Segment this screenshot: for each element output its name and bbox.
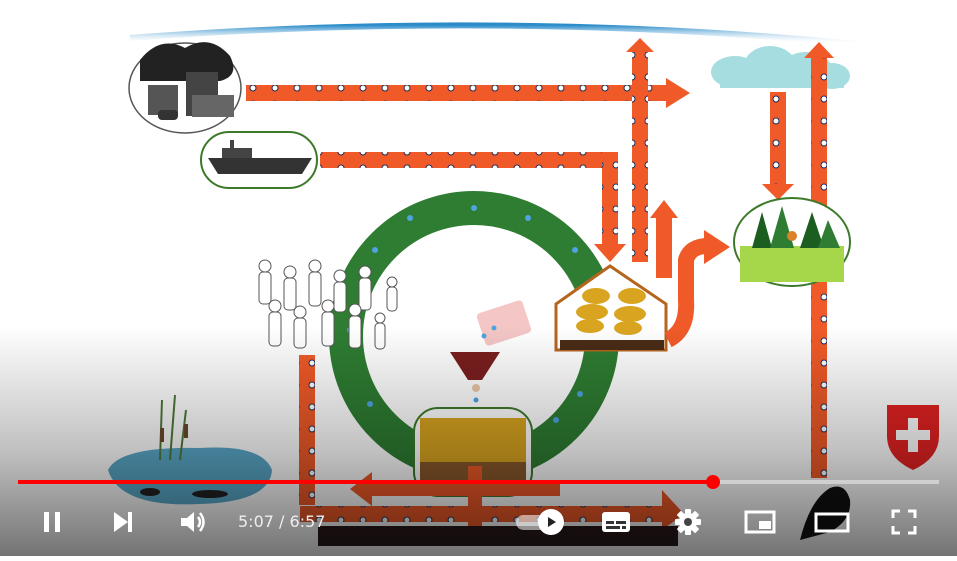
miniplayer-icon (743, 509, 777, 535)
swiss-cross-logo (887, 405, 939, 470)
autoplay-knob (538, 509, 564, 535)
miniplayer-button[interactable] (738, 500, 782, 544)
skip-next-icon (108, 508, 136, 536)
fullscreen-button[interactable] (882, 500, 926, 544)
cloud-icon (711, 46, 850, 89)
pause-icon (38, 508, 66, 536)
theater-icon (813, 509, 851, 535)
settings-button[interactable] (666, 500, 710, 544)
time-separator: / (274, 512, 290, 531)
sky-arc (130, 25, 858, 44)
forest-icon (734, 198, 850, 286)
progress-played (18, 480, 713, 484)
play-pause-button[interactable] (30, 500, 74, 544)
fullscreen-icon (889, 507, 919, 537)
volume-icon (177, 508, 207, 536)
ship-icon (201, 132, 317, 188)
factory-icon (129, 42, 241, 133)
current-time: 5:07 (238, 512, 274, 531)
theater-mode-button[interactable] (810, 500, 854, 544)
autoplay-toggle[interactable] (516, 508, 566, 536)
time-display: 5:07 / 6:57 (238, 511, 325, 533)
duration: 6:57 (290, 512, 326, 531)
gear-icon (673, 507, 703, 537)
subtitles-icon (600, 509, 632, 535)
play-icon (544, 515, 558, 529)
fertilizer-icon (450, 299, 532, 412)
subtitles-button[interactable] (594, 500, 638, 544)
volume-button[interactable] (170, 500, 214, 544)
pond-icon (108, 395, 272, 504)
next-button[interactable] (100, 500, 144, 544)
progress-bar[interactable] (18, 480, 939, 484)
barn-to-forest-arrow (668, 246, 708, 340)
